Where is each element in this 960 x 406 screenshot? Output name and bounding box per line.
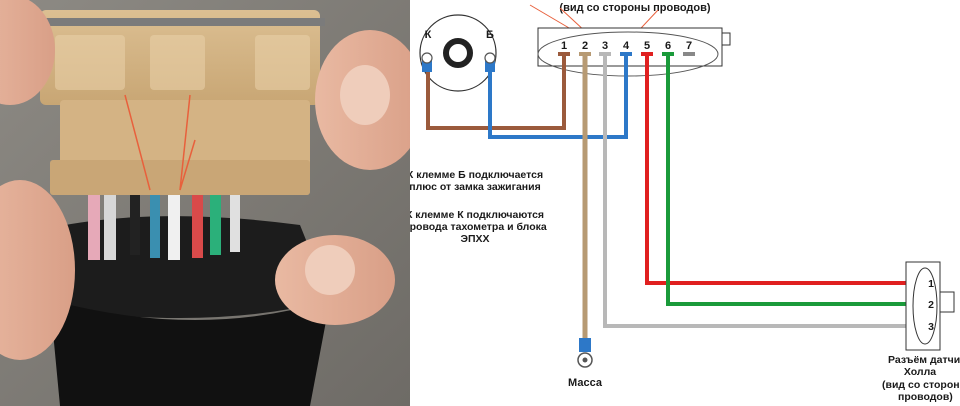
wire-brown (426, 54, 566, 130)
hall-title-line2: Холла (904, 366, 936, 378)
hall-title-line3: (вид со сторон (882, 379, 960, 391)
note-k-line1: К клемме К подключаются (410, 209, 544, 221)
hall-pin-label-3: 3 (928, 321, 934, 333)
cable-sheath (50, 300, 330, 406)
note-b-line1: К клемме Б подключается (410, 169, 543, 181)
wire-blue (488, 54, 628, 139)
hall-pin-label-1: 1 (928, 278, 934, 290)
connector-pin-label-1: 1 (561, 40, 567, 52)
photo-annotation-arrows (124, 94, 196, 191)
wire-green (666, 54, 922, 306)
coil-terminal-b-label: Б (486, 29, 494, 41)
connector-outline (537, 27, 723, 67)
note-k-line3: ЭПХХ (460, 233, 489, 245)
hall-pin-labels: 1 2 3 (928, 278, 934, 333)
wire-grey (603, 54, 922, 328)
metal-pin (40, 18, 325, 26)
ignition-coil: К Б (419, 14, 497, 92)
notes: К клемме Б подключается плюс от замка за… (410, 169, 547, 245)
connector-pin-label-7: 7 (686, 40, 692, 52)
ground-terminal: Масса (568, 338, 603, 389)
wire-red (645, 54, 922, 285)
connector-pin-label-4: 4 (623, 40, 630, 52)
hall-title-line4: проводов) (898, 391, 953, 403)
diagram-wires (426, 54, 922, 338)
connector-pin-label-2: 2 (582, 40, 588, 52)
hall-pin-label-2: 2 (928, 299, 934, 311)
terminal-b (485, 58, 495, 72)
connector-pin-label-5: 5 (644, 40, 650, 52)
coil-center (443, 38, 473, 68)
finger-top-left (0, 0, 55, 105)
note-k-line2: провода тахометра и блока (410, 221, 547, 233)
wiring-diagram: (вид со стороны проводов) К Б 1 2 3 4 5 6 7 (410, 2, 960, 403)
connector-pin-label-6: 6 (665, 40, 671, 52)
hall-title-line1: Разъём датчика (888, 354, 960, 366)
connector-pin-bar-7 (683, 52, 695, 56)
photo-wires (88, 185, 240, 260)
seven-pin-connector: 1 2 3 4 5 6 7 (537, 27, 731, 77)
finger-bottom-left (0, 180, 75, 360)
connector-pin-label-3: 3 (602, 40, 608, 52)
connector-photo (0, 0, 410, 406)
hall-sensor-connector: 123 Разъём датчика Холла (вид со сторон … (882, 261, 960, 403)
note-b-line2: плюс от замка зажигания (410, 181, 541, 193)
coil-terminal-k-label: К (425, 29, 432, 41)
header-caption: (вид со стороны проводов) (559, 2, 710, 14)
ground-label: Масса (568, 377, 603, 389)
terminal-k (422, 58, 432, 72)
connector-pin-labels: 1 2 3 4 5 6 7 (561, 40, 692, 52)
